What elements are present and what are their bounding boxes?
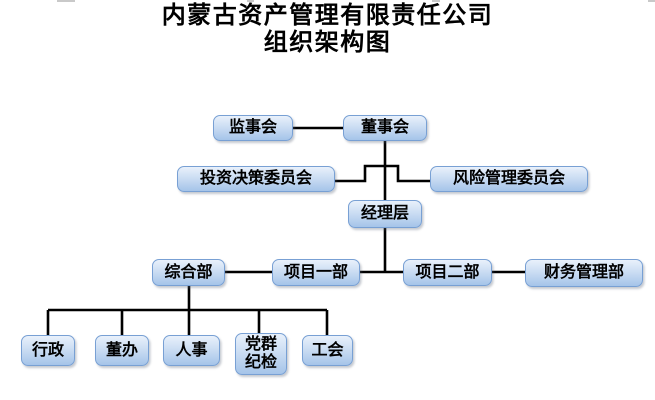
- chart-title-line1: 内蒙古资产管理有限责任公司: [161, 2, 494, 29]
- chart-title-line2: 组织架构图: [263, 29, 392, 56]
- chart-title: 内蒙古资产管理有限责任公司 组织架构图: [0, 2, 655, 56]
- edge-artifact: [247, 0, 254, 2]
- org-node-label: 监事会: [228, 119, 277, 136]
- org-node-administration: 行政: [21, 335, 75, 366]
- org-node-label: 行政: [31, 341, 64, 359]
- org-node-supervisory-board: 监事会: [213, 115, 293, 141]
- org-node-label: 董办: [105, 341, 138, 359]
- org-node-board-of-directors: 董事会: [343, 115, 427, 141]
- org-node-label: 投资决策委员会: [199, 170, 312, 187]
- org-node-label: 党群 纪检: [244, 336, 277, 371]
- org-node-party-mass-discipline: 党群 纪检: [235, 333, 287, 375]
- org-node-label: 工会: [311, 341, 344, 359]
- org-node-label: 风险管理委员会: [452, 170, 565, 187]
- org-node-label: 综合部: [164, 263, 213, 281]
- org-node-label: 经理层: [360, 205, 409, 222]
- org-node-management-level: 经理层: [348, 200, 422, 228]
- org-node-board-office: 董办: [95, 335, 149, 366]
- org-node-label: 人事: [175, 341, 208, 359]
- org-node-project-dept-two: 项目二部: [403, 259, 492, 286]
- org-node-general-department: 综合部: [152, 259, 225, 286]
- edge-artifact: [648, 0, 655, 2]
- org-node-project-dept-one: 项目一部: [272, 259, 360, 286]
- edge-artifact: [432, 0, 440, 2]
- org-node-label: 项目一部: [283, 263, 348, 281]
- org-node-risk-management-committee: 风险管理委员会: [430, 166, 588, 192]
- org-node-label: 财务管理部: [543, 264, 624, 281]
- connector-committee-staircase: [335, 164, 430, 183]
- edge-artifact: [57, 0, 75, 2]
- org-node-human-resources: 人事: [163, 335, 220, 366]
- org-node-label: 董事会: [360, 119, 409, 136]
- org-node-finance-management-department: 财务管理部: [525, 259, 643, 287]
- org-node-label: 项目二部: [415, 263, 480, 281]
- org-node-labor-union: 工会: [302, 335, 353, 366]
- org-node-investment-decision-committee: 投资决策委员会: [177, 166, 335, 192]
